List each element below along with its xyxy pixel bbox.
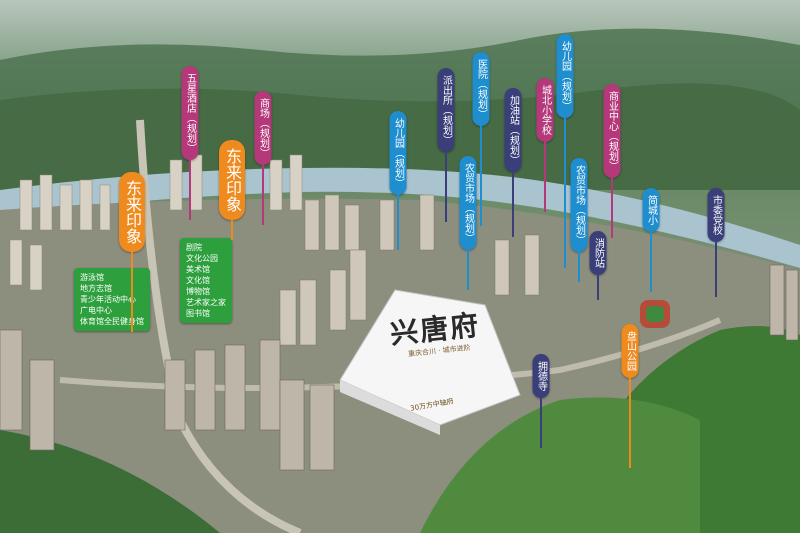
box-item: 博物馆 (186, 287, 210, 296)
pin-stem (189, 160, 191, 220)
pin-stem (445, 152, 447, 222)
box-item: 游泳馆 (80, 273, 104, 282)
pin-label: 医院（规划） (472, 52, 490, 126)
pin-stem (480, 126, 482, 226)
pin-label: 农贸市场（规划） (459, 156, 477, 250)
pin-stem (650, 232, 652, 292)
info-box-right: 剧院 文化公园 美术馆 文化馆 博物馆 艺术家之家 图书馆 (180, 238, 232, 323)
box-item: 广电中心 (80, 306, 112, 315)
pin-stem (540, 398, 542, 448)
pin-label: 东来印象 (219, 140, 245, 220)
box-item: 美术馆 (186, 265, 210, 274)
pin-stem (564, 118, 566, 268)
pin-label: 商业中心（规划） (603, 84, 621, 178)
pin-label: 农贸市场（规划） (570, 158, 588, 252)
pin-stem (578, 252, 580, 282)
box-item: 青少年活动中心 (80, 295, 136, 304)
pin-label: 拥德寺 (532, 354, 550, 398)
pin-label: 商场（规划） (254, 91, 272, 165)
pin-stem (611, 178, 613, 238)
box-item: 剧院 (186, 243, 202, 252)
box-item: 文化馆 (186, 276, 210, 285)
pin-label: 加油站（规划） (504, 88, 522, 172)
pin-stem (512, 172, 514, 237)
pin-stem (397, 195, 399, 250)
pin-label: 城北小学校 (536, 78, 554, 142)
pin-label: 东来印象 (119, 172, 145, 252)
pin-stem (715, 242, 717, 297)
pin-label: 盘山公园 (621, 324, 639, 378)
pin-stem (231, 220, 233, 240)
pin-stem (131, 252, 133, 332)
pin-stem (629, 378, 631, 468)
pin-stem (597, 275, 599, 300)
pin-label: 派出所（规划） (437, 68, 455, 152)
info-box-left: 游泳馆 地方志馆 青少年活动中心 广电中心 体育馆全民健身馆 (74, 268, 150, 331)
box-item: 文化公园 (186, 254, 218, 263)
pin-label: 消防站 (589, 231, 607, 275)
pin-label: 简城小 (642, 188, 660, 232)
box-item: 图书馆 (186, 309, 210, 318)
pin-stem (544, 142, 546, 212)
pin-label: 幼儿园（规划） (389, 111, 407, 195)
pin-stem (467, 250, 469, 290)
pin-label: 幼儿园（规划） (556, 34, 574, 118)
pin-label: 市委党校 (707, 188, 725, 242)
pin-label: 五星酒店（规划） (181, 66, 199, 160)
box-item: 地方志馆 (80, 284, 112, 293)
box-item: 艺术家之家 (186, 298, 226, 307)
pin-stem (262, 165, 264, 225)
box-item: 体育馆全民健身馆 (80, 317, 144, 326)
